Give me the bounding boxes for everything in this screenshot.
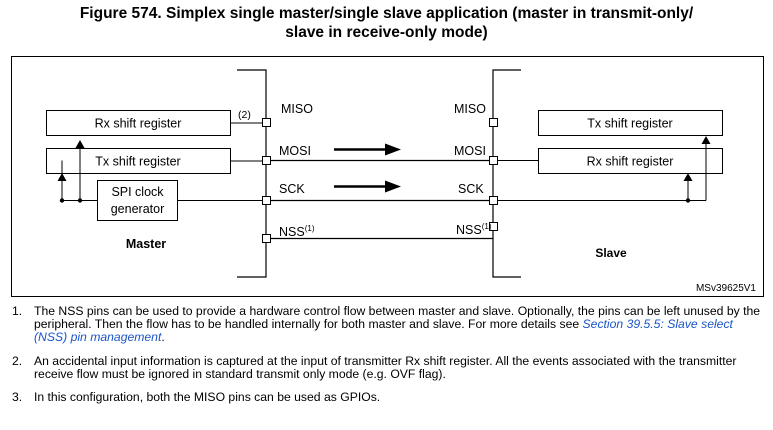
master-device-bracket: [237, 69, 267, 278]
master-label: Master: [126, 237, 166, 251]
note-3: 3. In this configuration, both the MISO …: [12, 390, 767, 405]
master-miso-label: MISO: [281, 102, 313, 116]
slave-mosi-label: MOSI: [454, 144, 486, 158]
slave-rx-shift-register-box: [538, 148, 723, 174]
master-clock-junction-mid: [77, 198, 83, 203]
note-3-number: 3.: [12, 390, 23, 405]
master-rx-shift-register-label: Rx shift register: [95, 117, 182, 131]
master-miso-annotation: (2): [238, 109, 251, 121]
slave-sck-pin: [489, 196, 498, 205]
figure-title-line-2: slave in receive-only mode): [285, 24, 488, 41]
note-1-end: .: [161, 330, 165, 345]
note-2-number: 2.: [12, 353, 23, 368]
master-sck-pin: [262, 196, 271, 205]
slave-label: Slave: [595, 246, 627, 260]
note-2: 2. An accidental input information is ca…: [12, 353, 767, 381]
spi-clock-generator-label-1: SPI clock: [111, 185, 164, 199]
master-tx-shift-register-box: [46, 148, 231, 174]
figure-notes: 1. The NSS pins can be used to provide a…: [12, 304, 767, 414]
note-1-section-link[interactable]: Section 39.5.5: Slave select (NSS) pin m…: [34, 317, 733, 345]
slave-clock-junction: [685, 198, 691, 203]
slave-nss-pin: [489, 222, 498, 231]
master-mosi-label: MOSI: [279, 144, 311, 158]
diagram-frame: [11, 56, 764, 297]
note-2-text: An accidental input information is captu…: [34, 353, 737, 381]
note-1: 1. The NSS pins can be used to provide a…: [12, 304, 767, 345]
slave-mosi-pin: [489, 156, 498, 165]
slave-miso-label: MISO: [454, 102, 486, 116]
note-1-text: The NSS pins can be used to provide a ha…: [34, 304, 761, 332]
master-rx-arrow-head: [75, 140, 85, 148]
spi-clock-generator-label-2: generator: [111, 202, 165, 216]
figure-title-line-1: Figure 574. Simplex single master/single…: [79, 5, 694, 22]
slave-miso-pin: [489, 118, 498, 127]
master-clock-junction-left: [59, 198, 65, 203]
figure-id-label: MSv39625V1: [696, 283, 756, 294]
sck-direction-arrow-head: [385, 180, 401, 193]
note-1-number: 1.: [12, 304, 23, 318]
slave-rx-shift-register-label: Rx shift register: [587, 155, 674, 169]
slave-device-bracket: [492, 69, 521, 278]
master-mosi-pin: [262, 156, 271, 165]
slave-tx-shift-register-box: [538, 110, 723, 136]
figure-title: Figure 574. Simplex single master/single…: [0, 4, 773, 42]
master-tx-arrow-head: [57, 173, 67, 181]
slave-rx-arrow-head: [683, 173, 693, 181]
mosi-direction-arrow-head: [385, 143, 401, 156]
note-3-text: In this configuration, both the MISO pin…: [34, 390, 381, 405]
slave-tx-arrow-head: [701, 136, 711, 144]
master-miso-pin: [262, 118, 271, 127]
slave-nss-label: NSS(1): [456, 222, 492, 237]
slave-sck-label: SCK: [458, 182, 484, 196]
master-nss-label: NSS(1): [279, 224, 315, 239]
master-sck-label: SCK: [279, 182, 305, 196]
master-nss-pin: [262, 234, 271, 243]
slave-tx-shift-register-label: Tx shift register: [587, 117, 672, 131]
master-tx-shift-register-label: Tx shift register: [95, 155, 180, 169]
